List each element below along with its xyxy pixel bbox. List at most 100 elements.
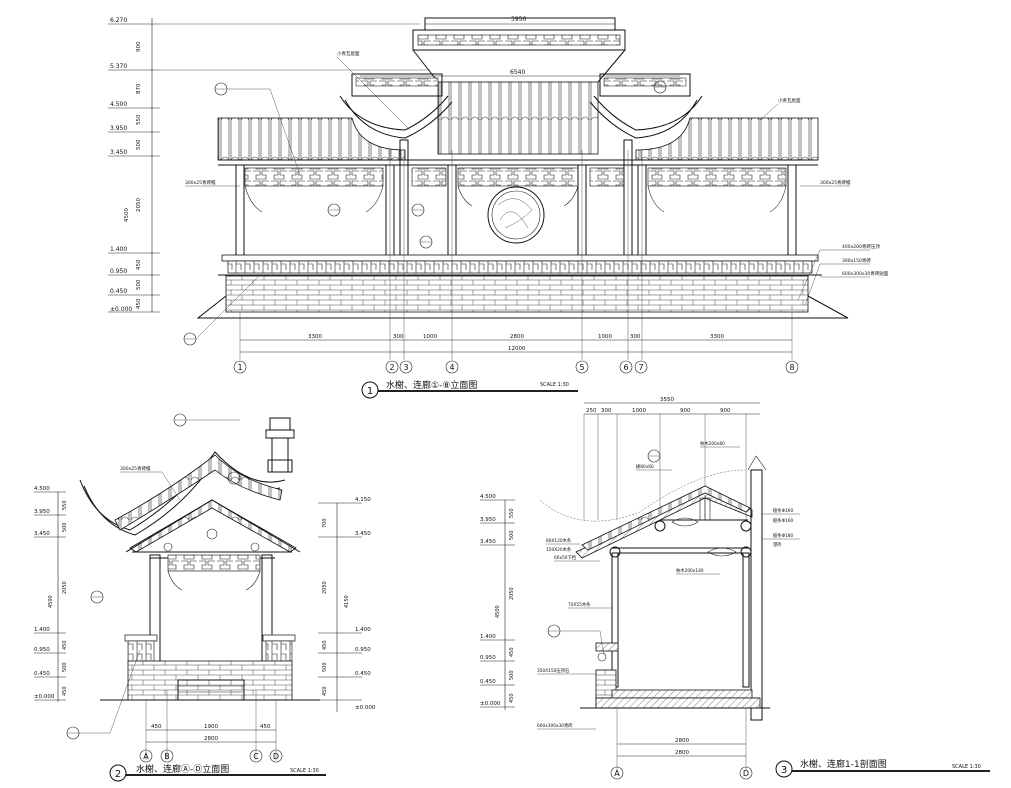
svg-text:900: 900	[680, 408, 691, 414]
brick-base	[225, 275, 809, 313]
view2-vert-dims-left: 550 500 2050 450 500 450 4500	[48, 500, 68, 696]
view3-level-ticks	[480, 499, 515, 708]
svg-text:1000: 1000	[423, 334, 437, 340]
view3-level-labels: 4.500 3.950 3.450 1.400 0.950 0.450 ±0.0…	[480, 494, 501, 707]
svg-text:4.500: 4.500	[34, 486, 50, 492]
svg-text:3.950: 3.950	[480, 517, 496, 523]
axis-6: 6	[623, 363, 628, 372]
railing	[227, 260, 813, 274]
svg-text:3.450: 3.450	[480, 539, 496, 545]
svg-text:250: 250	[586, 408, 597, 414]
view1-elevation: 6.270 5.370 4.500 3.950 3.450 1.400 0.95…	[108, 16, 889, 399]
svg-text:0.950: 0.950	[355, 647, 371, 653]
svg-text:300: 300	[601, 408, 612, 414]
svg-text:3.450: 3.450	[34, 531, 50, 537]
view1-notes: 300x25青砖檐 300x25青砖檐 400x200青砖压顶 300x150青…	[185, 50, 889, 306]
view3-title: 水榭、连廊1-1剖面图	[800, 758, 887, 770]
view1-vertical-dims: 900 870 550 500 2050 450 500 450 4500	[124, 41, 142, 309]
svg-text:150X20木条: 150X20木条	[546, 546, 572, 553]
svg-text:300: 300	[630, 334, 641, 340]
axis-d-section: D	[743, 769, 749, 778]
left-low-roof	[217, 117, 406, 161]
svg-text:4150: 4150	[344, 595, 350, 608]
axis-a-section: A	[614, 769, 620, 778]
level-3450: 3.450	[110, 149, 127, 156]
svg-text:1.400: 1.400	[355, 627, 371, 633]
svg-text:4500: 4500	[495, 605, 501, 618]
svg-text:1.400: 1.400	[34, 627, 50, 633]
svg-text:枋木200x80: 枋木200x80	[700, 440, 725, 447]
svg-text:870: 870	[136, 83, 142, 94]
view2-title: 水榭、连廊Ⓐ-Ⓓ立面图	[136, 763, 229, 775]
top-dim-6540: 6540	[510, 69, 525, 76]
svg-text:450: 450	[509, 647, 515, 657]
svg-text:±0.000: ±0.000	[355, 705, 376, 711]
svg-text:450: 450	[260, 724, 271, 730]
svg-text:小青瓦屋面: 小青瓦屋面	[778, 97, 801, 104]
svg-text:600x300x30青砖贴面: 600x300x30青砖贴面	[842, 270, 889, 277]
svg-text:300x150青砖: 300x150青砖	[842, 257, 871, 264]
svg-text:2050: 2050	[62, 581, 68, 594]
svg-text:0.950: 0.950	[34, 647, 50, 653]
view2-vert-dims-right: 700 2050 450 500 450 4150	[322, 518, 350, 696]
svg-text:小青瓦屋面: 小青瓦屋面	[337, 50, 360, 57]
view3-top-dims: 3550 250 300 1000 900 900	[586, 397, 731, 414]
view1-number: 1	[367, 386, 373, 397]
svg-text:2050: 2050	[509, 587, 515, 600]
moon-window	[487, 186, 545, 244]
central-roof-tiles	[437, 81, 599, 155]
svg-text:±0.000: ±0.000	[34, 694, 55, 700]
svg-text:檩条Φ160: 檩条Φ160	[773, 507, 793, 514]
left-swept-roof	[339, 95, 449, 131]
axis-2: 2	[389, 363, 394, 372]
svg-text:1000: 1000	[632, 408, 646, 414]
svg-text:3300: 3300	[710, 334, 724, 340]
svg-text:4.500: 4.500	[480, 494, 496, 500]
axis-b: B	[164, 752, 170, 761]
svg-text:450: 450	[322, 640, 328, 650]
level-4500: 4.500	[110, 101, 127, 108]
axis-3: 3	[403, 363, 408, 372]
svg-text:4500: 4500	[124, 208, 130, 222]
svg-text:900: 900	[720, 408, 731, 414]
svg-text:0.450: 0.450	[480, 679, 496, 685]
svg-text:550: 550	[136, 114, 142, 125]
svg-text:4500: 4500	[48, 595, 54, 608]
view2-title-block: 2 水榭、连廊Ⓐ-Ⓓ立面图 SCALE 1:30	[109, 763, 326, 782]
svg-text:2800: 2800	[204, 736, 218, 742]
svg-text:2800: 2800	[510, 334, 524, 340]
axis-8: 8	[789, 363, 794, 372]
view3-axis-bubbles: A D	[610, 766, 753, 780]
right-low-roof	[635, 117, 819, 161]
view2-elevation: 4.500 3.950 3.450 1.400 0.950 0.450 ±0.0…	[34, 413, 376, 782]
svg-text:900: 900	[136, 41, 142, 52]
view1-axis-bubbles: 1 2 3 4 5 6 7 8	[233, 360, 799, 374]
svg-text:1.400: 1.400	[480, 634, 496, 640]
svg-text:3300: 3300	[308, 334, 322, 340]
level-000: ±0.000	[110, 306, 132, 313]
view3-bottom-dim: 2800	[675, 750, 689, 756]
svg-text:500: 500	[322, 662, 328, 672]
level-0950: 0.950	[110, 268, 127, 275]
view2-scale: SCALE 1:30	[290, 768, 319, 774]
view3-scale: SCALE 1:30	[952, 764, 981, 770]
svg-text:350X150压顶石: 350X150压顶石	[537, 668, 570, 674]
svg-text:450: 450	[62, 686, 68, 696]
axis-1: 1	[237, 363, 242, 372]
view3-section: 4.500 3.950 3.450 1.400 0.950 0.450 ±0.0…	[480, 397, 990, 780]
view2-level-ticks	[34, 491, 66, 701]
svg-text:700: 700	[322, 518, 328, 528]
svg-text:500: 500	[509, 530, 515, 540]
svg-text:450: 450	[136, 298, 142, 309]
view3-vert-dims: 550 500 2050 450 500 450 4500	[495, 508, 515, 703]
svg-text:1900: 1900	[204, 724, 218, 730]
svg-text:12000: 12000	[508, 346, 526, 352]
level-3950: 3.950	[110, 125, 127, 132]
view2-level-labels-left: 4.500 3.950 3.450 1.400 0.950 0.450 ±0.0…	[34, 486, 55, 700]
svg-text:檩条Φ180: 檩条Φ180	[773, 532, 793, 539]
svg-text:300: 300	[393, 334, 404, 340]
svg-text:0.450: 0.450	[34, 671, 50, 677]
view3-title-block: 3 水榭、连廊1-1剖面图 SCALE 1:30	[775, 758, 990, 778]
view1-level-ticks	[108, 23, 430, 313]
